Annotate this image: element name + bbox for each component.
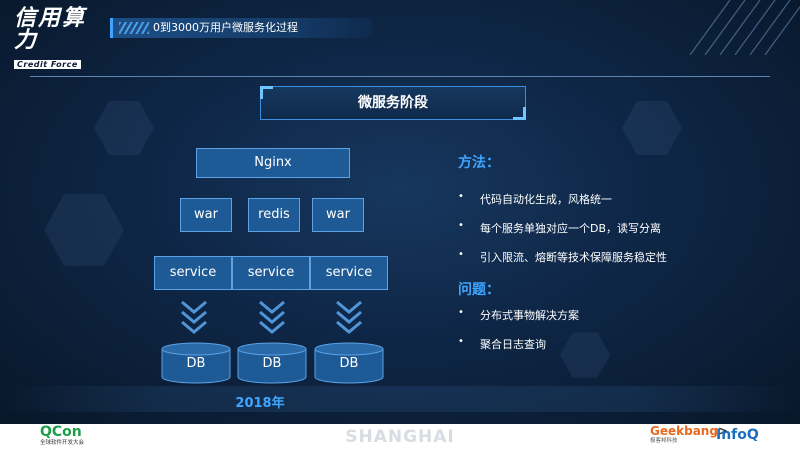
section-title: 微服务阶段 [260, 86, 526, 120]
database-icon: DB [237, 342, 307, 384]
header-divider [30, 76, 770, 77]
bullet-icon: • [458, 249, 464, 260]
hexagon-decoration [44, 194, 124, 266]
logo-text: 信用算力 [14, 6, 87, 53]
list-item: • 引入限流、熔断等技术保障服务稳定性 [458, 249, 667, 265]
stripes-decoration [119, 22, 149, 34]
slide: 信用算力 Credit Force 0到3000万用户微服务化过程 微服务阶段 … [0, 0, 800, 424]
problem-item: 聚合日志查询 [480, 338, 546, 351]
bullet-icon: • [458, 191, 464, 202]
year-label: 2018年 [235, 396, 285, 411]
war-box: war [180, 198, 232, 232]
corner-stripes-decoration [689, 0, 800, 55]
slide-title-bar: 0到3000万用户微服务化过程 [110, 18, 372, 38]
service-label: service [325, 265, 373, 280]
logo-subtext: Credit Force [14, 60, 81, 69]
nginx-box: Nginx [196, 148, 350, 178]
list-item: • 每个服务单独对应一个DB，读写分离 [458, 220, 661, 236]
hexagon-decoration [622, 101, 682, 155]
footer: QCon 全球软件开发大会 SHANGHAI Geekbang> 极客邦科技 I… [0, 424, 800, 450]
brand-logo: 信用算力 Credit Force [14, 8, 102, 69]
hexagon-decoration [560, 332, 610, 378]
infoq-logo: InfoQ [716, 427, 759, 443]
geekbang-subtitle: 极客邦科技 [650, 438, 678, 444]
bullet-icon: • [458, 307, 464, 318]
section-title-text: 微服务阶段 [358, 95, 428, 111]
method-item: 每个服务单独对应一个DB，读写分离 [480, 222, 662, 235]
slide-title: 0到3000万用户微服务化过程 [153, 21, 298, 34]
chevron-down-icon [336, 300, 362, 334]
qcon-subtitle: 全球软件开发大会 [40, 440, 85, 446]
list-item: • 分布式事物解决方案 [458, 307, 579, 323]
problems-heading: 问题： [458, 282, 500, 298]
qcon-logo-text: QCon [40, 424, 82, 440]
city-label: SHANGHAI [345, 427, 455, 447]
db-label: DB [186, 356, 206, 371]
geekbang-logo-text: Geekbang> [650, 425, 728, 438]
year-band [0, 386, 800, 412]
chevron-down-icon [259, 300, 285, 334]
redis-label: redis [258, 207, 290, 222]
method-item: 引入限流、熔断等技术保障服务稳定性 [480, 251, 667, 264]
db-label: DB [262, 356, 282, 371]
list-item: • 聚合日志查询 [458, 336, 546, 352]
redis-box: redis [248, 198, 300, 232]
db-label: DB [339, 356, 359, 371]
geekbang-name: Geekbang [650, 424, 718, 438]
chevron-down-icon [181, 300, 207, 334]
list-item: • 代码自动化生成，风格统一 [458, 191, 612, 207]
bullet-icon: • [458, 220, 464, 231]
service-box: service [310, 256, 388, 290]
method-item: 代码自动化生成，风格统一 [480, 193, 612, 206]
methods-heading: 方法： [458, 155, 500, 171]
geekbang-arrow: > [717, 424, 728, 438]
war-label: war [194, 207, 218, 222]
war-label: war [326, 207, 350, 222]
database-icon: DB [314, 342, 384, 384]
war-box: war [312, 198, 364, 232]
service-label: service [169, 265, 217, 280]
service-label: service [247, 265, 295, 280]
nginx-label: Nginx [254, 155, 292, 170]
problem-item: 分布式事物解决方案 [480, 309, 579, 322]
geekbang-logo: Geekbang> 极客邦科技 [650, 425, 728, 445]
hexagon-decoration [94, 101, 154, 155]
service-box: service [232, 256, 310, 290]
bullet-icon: • [458, 336, 464, 347]
database-icon: DB [161, 342, 231, 384]
qcon-logo: QCon 全球软件开发大会 [40, 425, 84, 447]
service-box: service [154, 256, 232, 290]
